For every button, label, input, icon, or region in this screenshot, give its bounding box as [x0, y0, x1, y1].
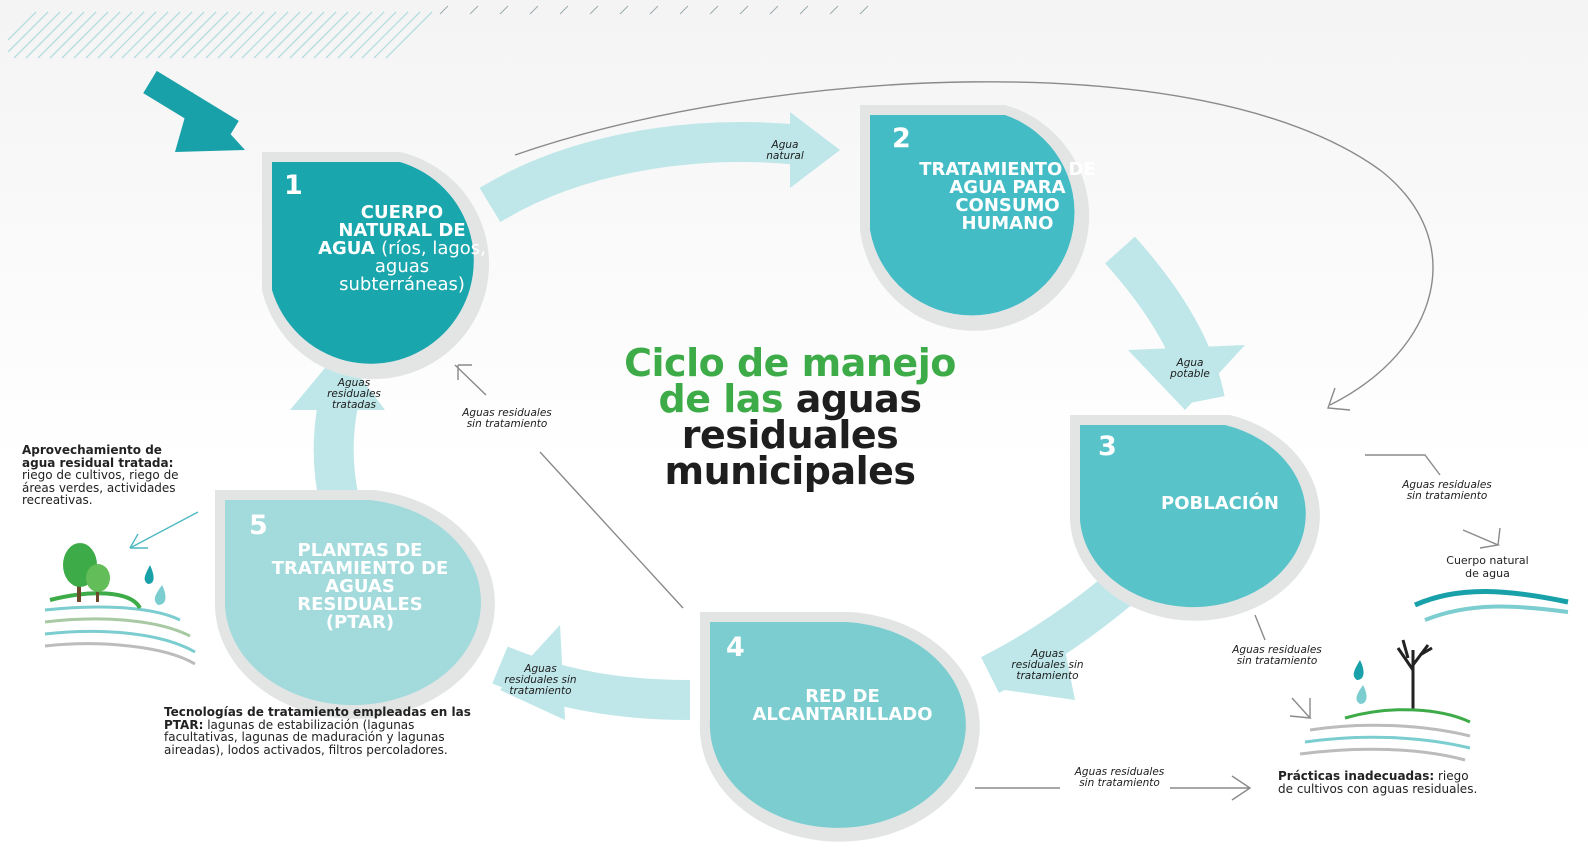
arrowhead-to-node1 — [290, 350, 385, 410]
flow-pob-right: Aguas residuales sin tratamiento — [1402, 479, 1492, 502]
ring-arrowheads — [290, 112, 1245, 720]
line-pob-down — [1254, 614, 1266, 641]
note-tecnologias: Tecnologías de tratamiento empleadas en … — [164, 706, 484, 756]
node-4: 4 RED DE ALCANTARILLADO — [710, 622, 980, 822]
hatch-decoration-top — [439, 5, 869, 15]
title-line-3: residuales — [681, 413, 899, 457]
note-aprovechamiento-text: riego de cultivos, riego de áreas verdes… — [22, 468, 179, 507]
node-4-shape — [699, 612, 980, 842]
node-1-title-bold: CUERPO NATURAL DE AGUA — [318, 202, 466, 259]
arc-cuerpo-to-poblacion — [514, 81, 1434, 406]
node-5-shape — [214, 490, 495, 719]
node-3-shape — [1070, 415, 1320, 621]
node-1-shape — [262, 152, 490, 380]
node-1-number: 1 — [284, 170, 303, 201]
entry-arrow-icon — [143, 70, 245, 152]
node-1-title-rest: (ríos, lagos, aguas subterráneas) — [339, 238, 486, 295]
title-line-2-dark: aguas — [795, 377, 922, 421]
label-cuerpo-natural: Cuerpo natural de agua — [1446, 554, 1529, 580]
node-2-number: 2 — [892, 123, 911, 154]
note-aprovechamiento-bold: Aprovechamiento de agua residual tratada… — [22, 443, 174, 470]
note-aprovechamiento: Aprovechamiento de agua residual tratada… — [22, 444, 182, 507]
flow-red-right: Aguas residuales sin tratamiento — [1074, 766, 1165, 789]
tree-icon — [63, 543, 110, 602]
dead-tree-icon — [1396, 639, 1433, 710]
arrowhead-to-node2 — [790, 112, 840, 188]
waves-icon — [1413, 589, 1569, 622]
hatch-decoration-left — [7, 11, 433, 59]
note-tecnologias-text: lagunas de estabilización (lagunas facul… — [164, 717, 448, 757]
node-4-number: 4 — [726, 632, 745, 663]
flow-ptar-cuerpo: Aguas residuales tratadas — [327, 377, 381, 411]
node-5-number: 5 — [249, 510, 268, 541]
flow-red-ptar: Aguas residuales sin tratamiento — [504, 663, 577, 697]
arrowhead-to-node5 — [500, 625, 565, 720]
line-red-to-cuerpo — [539, 451, 684, 609]
line-aprovechamiento — [129, 511, 199, 549]
thin-connectors — [129, 81, 1501, 801]
flow-pob-down: Aguas residuales sin tratamiento — [1232, 644, 1322, 667]
water-drops-icon — [144, 565, 166, 605]
node-5-title: PLANTAS DE TRATAMIENTO DE AGUAS RESIDUAL… — [271, 540, 449, 633]
node-2-shape — [860, 105, 1090, 331]
note-practicas-text: riego de cultivos con aguas residuales. — [1278, 769, 1478, 796]
node-1: 1 CUERPO NATURAL DE AGUA (ríos, lagos, a… — [272, 162, 502, 362]
water-drops-icon-right — [1353, 660, 1367, 704]
node-4-title: RED DE ALCANTARILLADO — [752, 686, 933, 725]
field-icon-right — [1299, 708, 1471, 762]
title-line-2-green: de las — [658, 377, 784, 421]
node-5: 5 PLANTAS DE TRATAMIENTO DE AGUAS RESIDU… — [225, 500, 495, 700]
node-3-number: 3 — [1098, 431, 1117, 462]
note-practicas: Prácticas inadecuadas: riego de cultivos… — [1278, 770, 1478, 795]
arrowhead-to-node4 — [1005, 625, 1075, 700]
note-practicas-bold: Prácticas inadecuadas: — [1278, 769, 1435, 783]
node-1-title: CUERPO NATURAL DE AGUA (ríos, lagos, agu… — [312, 204, 492, 294]
flow-red-cuerpo: Aguas residuales sin tratamiento — [462, 407, 552, 430]
node-2: 2 TRATAMIENTO DE AGUA PARA CONSUMO HUMAN… — [870, 115, 1110, 305]
flow-agua-potable: Agua potable — [1170, 357, 1210, 380]
title-line-4: municipales — [664, 449, 916, 493]
diagram-title: Ciclo de manejo de las aguas residuales … — [560, 341, 1020, 493]
node-3: 3 POBLACIÓN — [1080, 425, 1350, 610]
flow-agua-natural: Agua natural — [766, 139, 804, 162]
field-icon — [44, 591, 196, 666]
line-pob-right — [1365, 454, 1441, 476]
node-2-title: TRATAMIENTO DE AGUA PARA CONSUMO HUMANO — [919, 159, 1096, 234]
arrowhead-to-node3 — [1128, 345, 1245, 410]
node-3-title: POBLACIÓN — [1161, 493, 1279, 514]
note-tecnologias-bold: Tecnologías de tratamiento empleadas en … — [164, 705, 471, 732]
flow-pob-red: Aguas residuales sin tratamiento — [1011, 648, 1084, 682]
title-line-1: Ciclo de manejo — [624, 341, 956, 385]
